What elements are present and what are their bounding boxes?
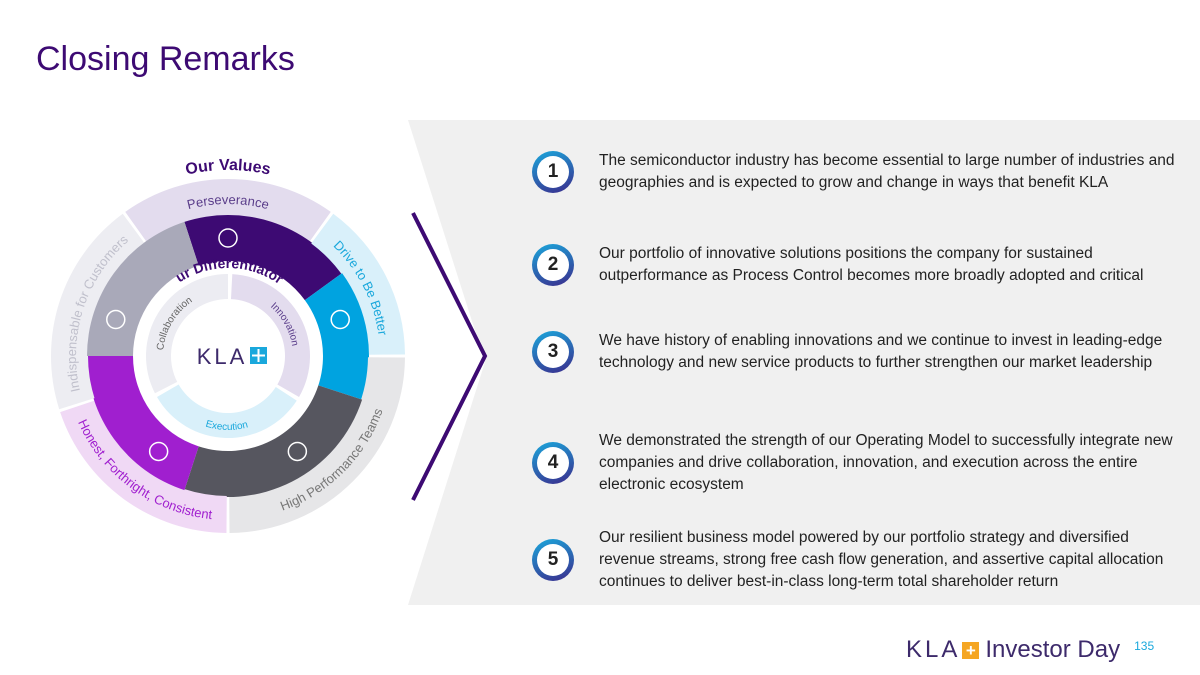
gauge-icon [330,309,350,330]
team-icon [287,441,308,462]
differentiator-segment [156,384,297,438]
differentiator-label-text: Execution [204,419,249,433]
point-text: The semiconductor industry has become es… [599,152,1175,191]
closing-point: 2 Our portfolio of innovative solutions p… [532,243,1182,287]
value-segment [60,400,227,533]
number-badge: 3 [532,331,574,373]
point-text: Our resilient business model powered by … [599,529,1164,590]
gray-panel [408,120,1200,605]
footer-logo: KLA + Investor Day 135 [906,636,1154,664]
number-badge: 1 [532,151,574,193]
flag-mountain-icon [218,228,238,248]
event-name: Investor Day [985,636,1121,663]
value-label: Perseverance [185,192,270,212]
number-badge: 4 [532,442,574,484]
differentiator-segment [146,274,228,394]
kla-logo: KLA [906,636,961,663]
point-number: 5 [537,544,569,576]
point-number: 1 [537,156,569,188]
point-text: We demonstrated the strength of our Oper… [599,432,1173,493]
page-number: 135 [1134,639,1155,653]
closing-point: 5 Our resilient business model powered by… [532,527,1182,593]
differentiator-label: Execution [204,419,249,433]
point-number: 4 [537,447,569,479]
chevron-arrow [411,212,488,501]
center-kla-logo: KLA [197,344,248,369]
point-text: Our portfolio of innovative solutions po… [599,245,1144,284]
value-icon-segment [184,215,343,301]
value-icon-segment [87,356,199,491]
point-number: 3 [537,336,569,368]
value-icon-segment [184,385,363,497]
value-segment [311,213,405,355]
number-badge: 5 [532,539,574,581]
value-icon-segment [304,273,369,400]
number-badge: 2 [532,244,574,286]
closing-point: 3 We have history of enabling innovations… [532,330,1182,374]
value-segment [125,178,331,243]
closing-point: 1 The semiconductor industry has become e… [532,150,1182,194]
value-label-text: Perseverance [185,192,270,212]
closing-point: 4 We demonstrated the strength of our Ope… [532,430,1182,496]
values-title: Our Values [184,157,272,179]
target-icon [106,309,126,330]
value-icon-segment [87,221,199,356]
handshake-icon [148,441,169,462]
differentiator-segment [230,274,310,397]
title-text: Our Values [184,157,272,179]
value-segment [50,213,145,410]
point-text: We have history of enabling innovations … [599,332,1163,371]
point-number: 2 [537,249,569,281]
plus-mark [252,349,265,362]
page-title: Closing Remarks [36,40,295,78]
plus-icon: + [962,641,980,659]
